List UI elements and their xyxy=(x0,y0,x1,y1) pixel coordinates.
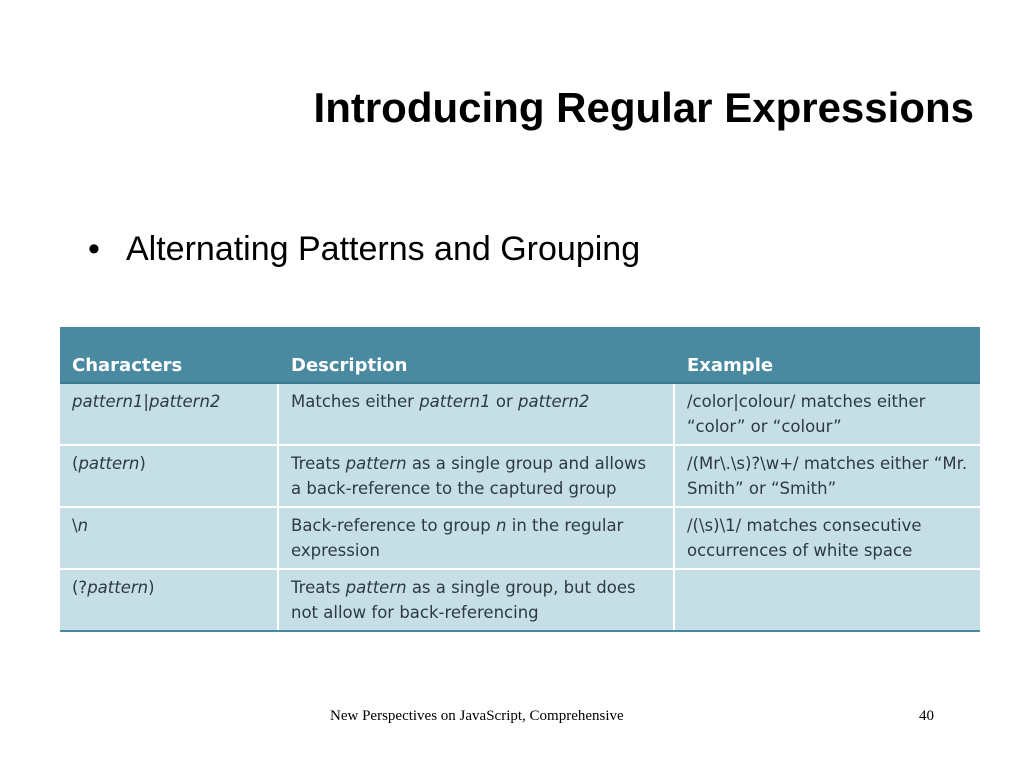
cell-text: pattern xyxy=(87,578,149,597)
cell-text: (? xyxy=(72,578,88,597)
cell-text: Treats xyxy=(291,454,346,473)
slide-title: Introducing Regular Expressions xyxy=(313,84,974,131)
cell-text: ) xyxy=(139,454,146,473)
cell-text: as a single group, but does not allow fo… xyxy=(291,578,636,622)
table-row: (?pattern)Treats pattern as a single gro… xyxy=(60,569,980,632)
cell-description: Back-reference to group n in the regular… xyxy=(277,507,674,570)
cell-description: Treats pattern as a single group, but do… xyxy=(277,569,674,632)
table-row: (pattern)Treats pattern as a single grou… xyxy=(60,445,980,508)
cell-text: ) xyxy=(148,578,155,597)
header-description: Description xyxy=(277,327,674,384)
cell-text: \ xyxy=(72,516,78,535)
page-number: 40 xyxy=(919,708,934,724)
cell-text: pattern xyxy=(345,578,407,597)
cell-characters: pattern1|pattern2 xyxy=(60,383,278,446)
bullet-marker: • xyxy=(88,230,100,268)
cell-text: or xyxy=(490,392,518,411)
cell-description: Treats pattern as a single group and all… xyxy=(277,445,674,508)
cell-text: pattern1 xyxy=(419,392,491,411)
regex-reference-table: Characters Description Example pattern1|… xyxy=(60,327,980,632)
cell-text: Treats xyxy=(291,578,346,597)
cell-text: n xyxy=(496,516,507,535)
regex-table: Characters Description Example pattern1|… xyxy=(60,327,980,632)
cell-description: Matches either pattern1 or pattern2 xyxy=(277,383,674,446)
cell-text: pattern xyxy=(345,454,407,473)
cell-text: /color|colour/ matches either “color” or… xyxy=(687,392,926,436)
cell-text: ( xyxy=(72,454,79,473)
cell-text: as a single group and allows a back-refe… xyxy=(291,454,647,498)
cell-text: pattern xyxy=(78,454,140,473)
cell-text: pattern2 xyxy=(148,392,221,411)
cell-text: /(\s)\1/ matches consecutive occurrences… xyxy=(687,516,922,560)
bullet-text: Alternating Patterns and Grouping xyxy=(126,230,641,268)
header-characters: Characters xyxy=(60,327,278,384)
cell-text: | xyxy=(143,392,149,411)
cell-example: /(\s)\1/ matches consecutive occurrences… xyxy=(673,507,980,570)
cell-text: n xyxy=(77,516,89,535)
header-example: Example xyxy=(673,327,980,384)
footer-text: New Perspectives on JavaScript, Comprehe… xyxy=(330,708,624,724)
cell-example: /(Mr\.\s)?\w+/ matches either “Mr. Smith… xyxy=(673,445,980,508)
cell-example xyxy=(673,569,980,632)
cell-text: pattern1 xyxy=(72,392,144,411)
cell-text: /(Mr\.\s)?\w+/ matches either “Mr. Smith… xyxy=(687,454,968,498)
cell-text: in the regular expression xyxy=(291,516,624,560)
cell-text: Matches either xyxy=(291,392,420,411)
cell-text: Back-reference to group xyxy=(291,516,497,535)
cell-text: pattern2 xyxy=(517,392,590,411)
cell-characters: (?pattern) xyxy=(60,569,278,632)
bullet-item: • Alternating Patterns and Grouping xyxy=(88,230,640,269)
table-header-row: Characters Description Example xyxy=(60,327,980,384)
cell-characters: \n xyxy=(60,507,278,570)
cell-characters: (pattern) xyxy=(60,445,278,508)
cell-example: /color|colour/ matches either “color” or… xyxy=(673,383,980,446)
